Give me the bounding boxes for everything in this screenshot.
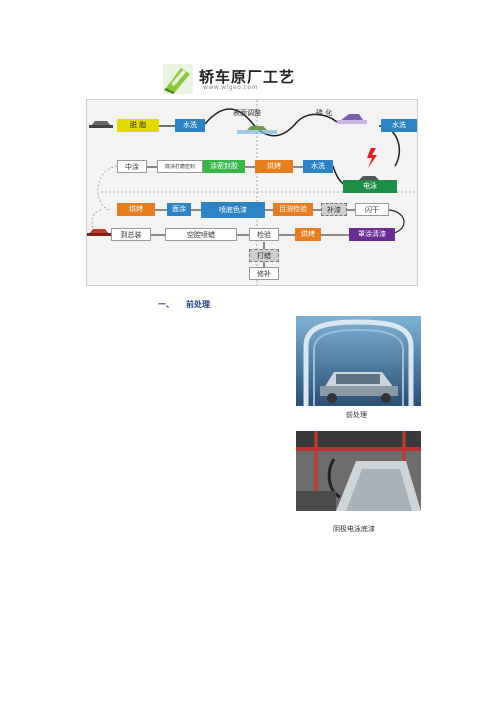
step-repair: 修补: [249, 267, 279, 280]
step-water-rinse-2: 水洗: [381, 119, 417, 132]
label-surface-adjust: 表面调整: [233, 109, 261, 117]
step-polish: 打蜡: [249, 249, 279, 262]
step-inspect-2: 检验: [249, 228, 279, 241]
logo-url: www.wlgeo.com: [203, 84, 258, 91]
step-water-rinse-1: 水洗: [175, 119, 205, 132]
pretreatment-photo: [296, 316, 421, 406]
step-flash-off: 闪干: [355, 203, 389, 216]
car-icon: [89, 121, 113, 128]
step-basecoat: 喷底色漆: [201, 202, 265, 218]
section-number: 一、: [158, 300, 174, 309]
process-flow-diagram: 表面调整 磷 化 脱 脂 水洗 水洗 中涂 底涂打磨密封 涂密封胶 烘烤 水洗 …: [86, 99, 418, 286]
logo-title: 轿车原厂工艺: [199, 68, 296, 86]
section-heading: 一、 前处理: [158, 299, 222, 310]
photo2-caption: 阴极电泳底漆: [333, 525, 375, 533]
car-icon: [87, 229, 111, 236]
section-title: 前处理: [186, 300, 210, 309]
step-bake-1: 烘烤: [255, 160, 293, 173]
step-degrease: 脱 脂: [117, 119, 159, 132]
step-midcoat: 中涂: [117, 160, 147, 173]
step-electrocoat: 电泳: [343, 180, 397, 193]
step-visual-inspect: 目测检验: [273, 203, 313, 216]
step-bake-3: 烘烤: [295, 228, 321, 241]
step-topcoat: 面涂: [167, 203, 191, 216]
step-cavity-wax: 空腔喷蜡: [165, 228, 237, 241]
car-in-bath-icon: [237, 126, 277, 134]
diagonal-book-icon: [163, 64, 193, 94]
logo: 轿车原厂工艺 www.wlgeo.com: [163, 64, 296, 94]
step-to-assembly: 到总装: [111, 228, 151, 241]
step-clearcoat: 罩涂清漆: [349, 228, 395, 241]
step-sand-seal: 底涂打磨密封: [157, 160, 203, 173]
step-seal-pvc: 涂密封胶: [203, 160, 245, 173]
step-bake-2: 烘烤: [117, 203, 155, 216]
label-phosphate: 磷 化: [316, 109, 333, 117]
lightning-icon: [367, 148, 377, 168]
photo1-caption: 前处理: [346, 411, 367, 419]
step-touchup: 补漆: [321, 203, 347, 216]
step-water-rinse-3: 水洗: [303, 160, 333, 173]
car-in-bath-icon: [337, 114, 367, 124]
electrocoat-photo: [296, 431, 421, 511]
